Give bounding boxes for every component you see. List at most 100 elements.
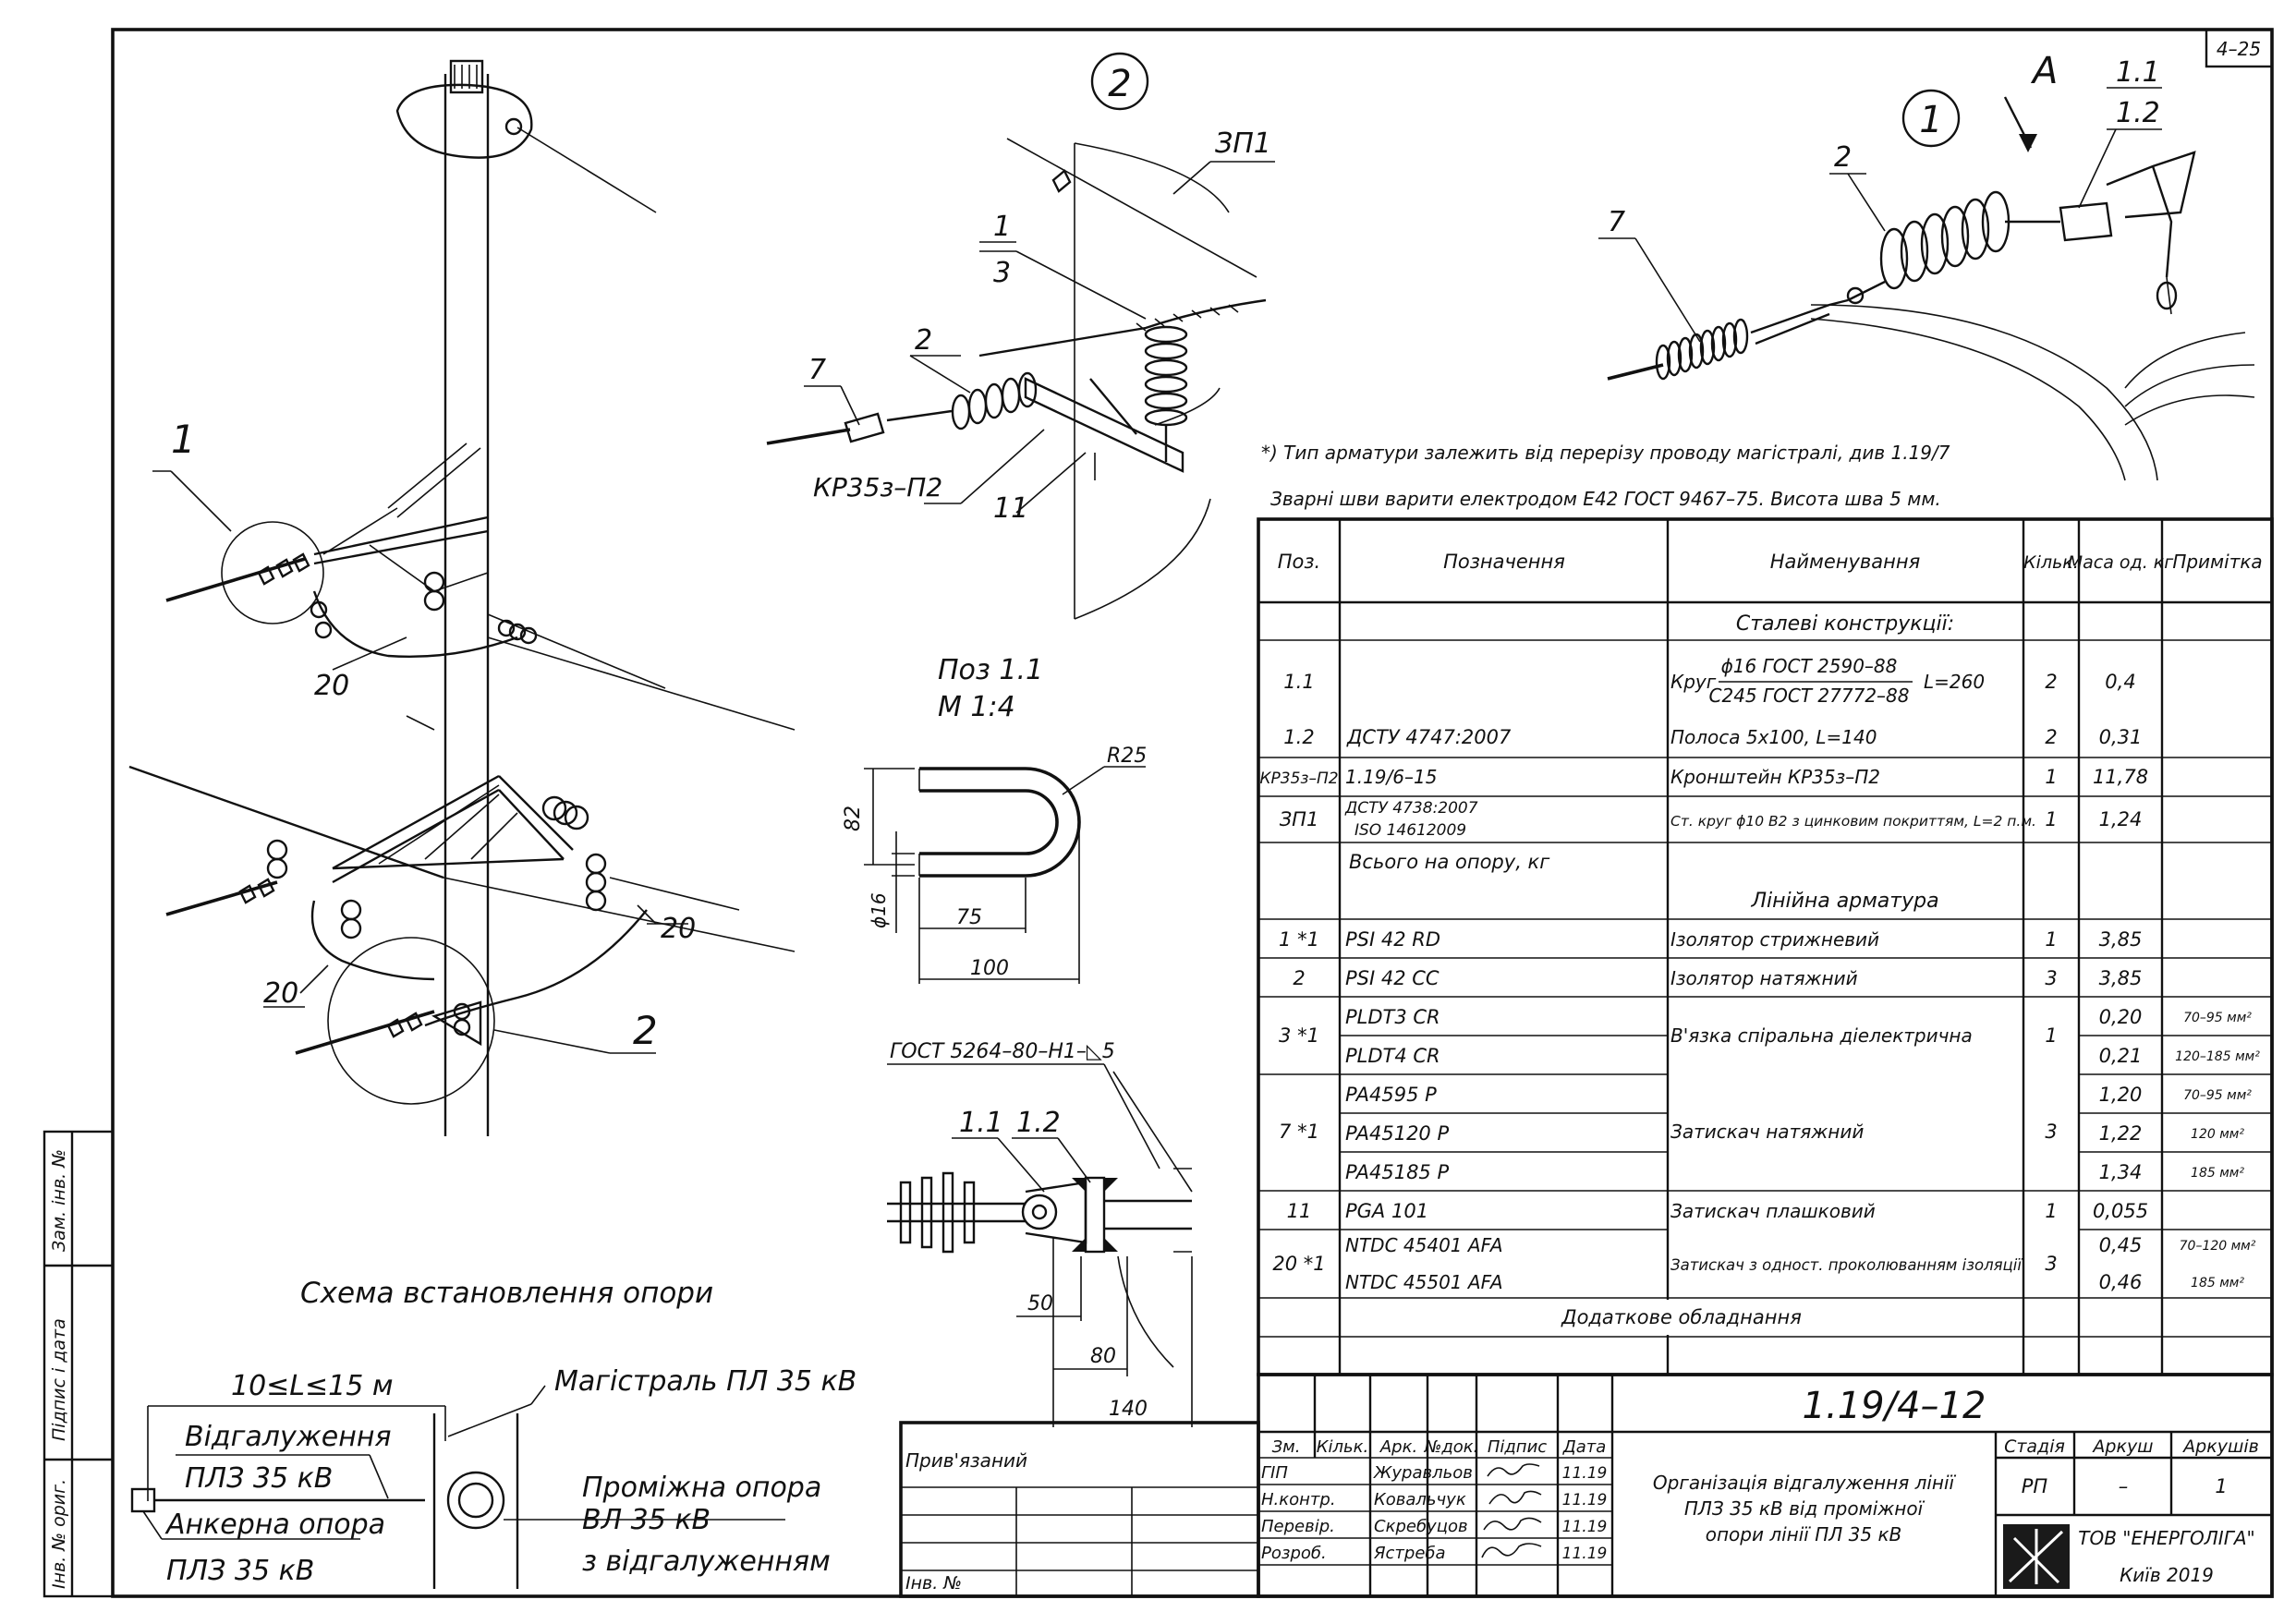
r1-des: PSI 42 RD [1345,928,1440,951]
view-a-label: А [2030,50,2058,92]
tb-sheets: 1 [2215,1475,2227,1497]
part-title: Поз 1.1 [938,654,1043,686]
tb-date-2: 11.19 [1562,1518,1608,1536]
r7-mass-2: 1,22 [2099,1122,2143,1145]
r12-qty: 2 [2045,726,2057,748]
scheme-callout-2: 2 [633,1008,658,1053]
r20-name: Затискач з одност. проколюванням ізоляці… [1670,1256,2023,1274]
tb-name-1: Ковальчук [1374,1490,1466,1509]
d2-callout-kr: КР35з–П2 [813,472,942,503]
tb-role-1: Н.контр. [1261,1490,1336,1509]
rzp-pos: ЗП1 [1280,808,1319,830]
note-welds: Зварні шви варити електродом Е42 ГОСТ 94… [1270,488,1941,510]
scheme-callout-20b: 20 [263,977,298,1010]
tb-h-kilk: Кільк. [1317,1437,1369,1457]
tb-date-3: 11.19 [1562,1545,1608,1563]
r12-des: ДСТУ 4747:2007 [1346,726,1512,748]
r3-mass-1: 0,20 [2099,1006,2143,1028]
tb-sheet: – [2119,1475,2129,1497]
d1-callout-1-2: 1.2 [2116,97,2160,129]
rkr-name: Кронштейн КР35з–П2 [1670,766,1880,788]
r1-name: Ізолятор стрижневий [1670,928,1879,951]
part-scale: М 1:4 [938,691,1015,723]
r3-des-1: PLDT3 CR [1345,1006,1440,1028]
rkr-pos: КР35з–П2 [1259,770,1338,788]
tb-role-2: Перевір. [1261,1517,1335,1536]
tb-date-0: 11.19 [1562,1464,1608,1483]
tb-inv: Інв. № [905,1573,962,1594]
company-logo-mark [2008,1529,2064,1584]
scheme-callout-1: 1 [171,417,196,462]
tb-name-0: Журавльов [1373,1463,1473,1483]
weld-label-1-1: 1.1 [959,1107,1003,1139]
r7-qty: 3 [2045,1121,2057,1143]
rzp-name: Ст. круг ϕ10 В2 з цинковим покриттям, L=… [1670,813,2036,830]
section-steel: Сталеві конструкції: [1736,612,1954,636]
r20-des-2: NTDC 45501 AFA [1345,1271,1503,1293]
r7-des-2: PA45120 P [1345,1122,1449,1145]
r20-mass-2: 0,46 [2099,1271,2143,1293]
rzp-mass: 1,24 [2099,808,2143,830]
tb-role-0: ГІП [1261,1463,1288,1483]
tb-stage-h: Стадія [2004,1436,2065,1457]
weld-dim-140: 140 [1109,1398,1148,1421]
sheet-code: 4–25 [2217,38,2261,60]
r1-pos: 1 *1 [1279,928,1319,951]
r7-note-1: 70–95 мм² [2183,1088,2252,1103]
d2-callout-11: 11 [993,492,1028,525]
r20-qty: 3 [2045,1253,2057,1275]
r7-des-1: PA4595 P [1345,1084,1437,1106]
r11-name-1: ϕ16 ГОСТ 2590–88 [1721,655,1898,677]
stamp-zam-inv: Зам. інв. № [49,1149,69,1252]
r11-mass: 0,4 [2105,671,2135,693]
section-extra: Додаткове обладнання [1561,1306,1802,1328]
node-2-label: 2 [1108,63,1131,105]
r3-pos: 3 *1 [1279,1024,1319,1047]
r7-des-3: PA45185 P [1345,1161,1449,1183]
r7-note-3: 185 мм² [2191,1166,2244,1181]
part-l1: 75 [956,906,982,929]
r2-pos: 2 [1293,967,1305,989]
d2-callout-3: 3 [993,257,1011,289]
part-height: 82 [842,806,865,831]
tb-name-3: Ястреба [1373,1544,1446,1563]
r7-mass-3: 1,34 [2099,1161,2143,1183]
tb-name-2: Скребуцов [1374,1517,1468,1536]
plan-inter-3: з відгалуженням [582,1545,831,1578]
r11b-des: PGA 101 [1345,1200,1428,1222]
th-name: Найменування [1770,551,1921,573]
r11b-mass: 0,055 [2093,1200,2148,1222]
plan-anchor-line: ПЛЗ 35 кВ [166,1555,314,1587]
scheme-callout-20c: 20 [661,913,696,945]
part-diameter: ϕ16 [868,892,890,928]
part-l2: 100 [970,957,1009,980]
rkr-des: 1.19/6–15 [1345,766,1437,788]
r20-note-1: 70–120 мм² [2180,1239,2256,1254]
plan-branch-title: Відгалуження [185,1421,392,1453]
signature-1 [1488,1490,1542,1505]
section-total: Всього на опору, кг [1349,851,1550,873]
d2-callout-2: 2 [915,324,932,357]
side-stamp: Інв. № ориг. Підпис і дата Зам. інв. № [43,1130,115,1598]
r3-note-2: 120–185 мм² [2175,1049,2260,1064]
tb-h-date: Дата [1562,1437,1607,1457]
th-designation: Позначення [1443,551,1565,573]
tb-sheets-h: Аркушів [2181,1436,2259,1457]
r11b-pos: 11 [1287,1200,1312,1222]
d2-callout-7: 7 [808,354,826,386]
th-mass: Маса од. кг [2068,552,2174,573]
r11-name-pre: Круг [1670,671,1717,693]
detail-node-2: 2 [766,52,1275,620]
r11b-name: Затискач плашковий [1670,1200,1876,1222]
r11-name-post: L=260 [1924,671,1985,693]
r7-note-2: 120 мм² [2191,1127,2244,1142]
tb-city: Київ 2019 [2120,1564,2214,1586]
r11-name-2: С245 ГОСТ 27772–88 [1709,685,1910,707]
stamp-sign-date: Підпис і дата [49,1318,69,1441]
part-1-1-drawing: Поз 1.1 М 1:4 R25 82 ϕ16 75 100 [842,654,1147,984]
r1-mass: 3,85 [2099,928,2143,951]
r7-mass-1: 1,20 [2099,1084,2143,1106]
th-pos: Поз. [1278,551,1320,573]
r20-pos: 20 *1 [1272,1253,1325,1275]
r2-des: PSI 42 CC [1345,967,1440,989]
